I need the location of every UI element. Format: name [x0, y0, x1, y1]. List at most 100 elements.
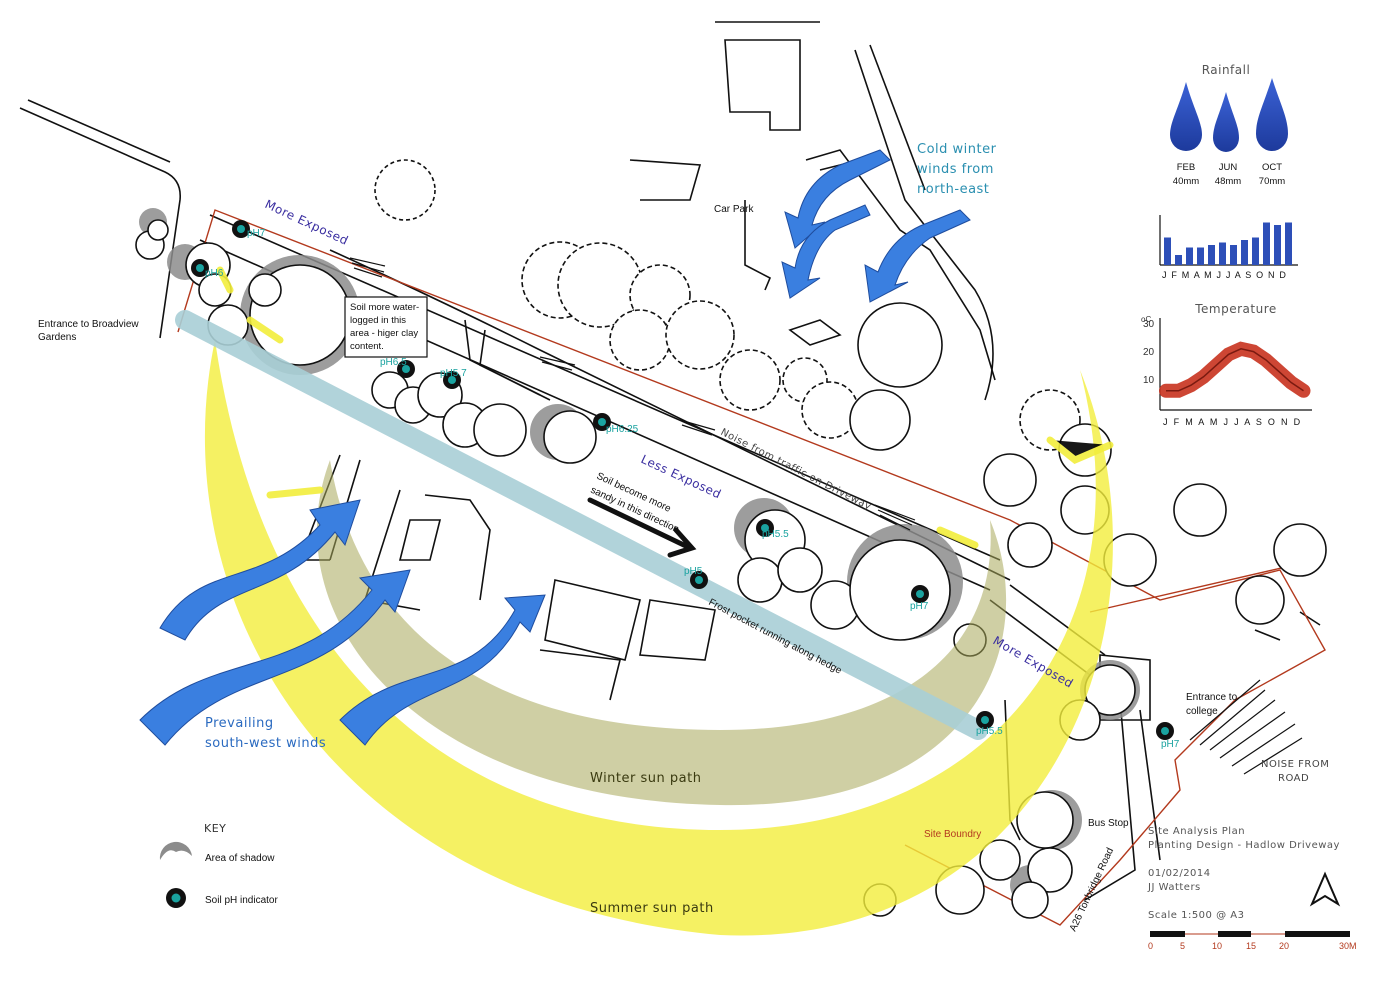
rain-amount: 40mm — [1173, 176, 1199, 187]
temperature-line — [1166, 348, 1304, 392]
plan-scale: Scale 1:500 @ A3 — [1148, 910, 1244, 921]
raindrop-icon — [1256, 78, 1288, 151]
rain-amount: 48mm — [1215, 176, 1241, 187]
rain-bar — [1274, 225, 1281, 265]
ph-marker — [976, 711, 994, 729]
summer-sun-path — [204, 340, 1113, 936]
temp-tick: 20 — [1143, 347, 1155, 358]
ph-label: pH5.5 — [762, 529, 789, 540]
ph-label: pH7 — [247, 228, 266, 239]
shrub-hatching — [349, 257, 1303, 775]
noise-road-label: ROAD — [1278, 773, 1309, 784]
ph-label: pH6.25 — [606, 424, 639, 435]
ph-marker — [593, 413, 611, 431]
ph-marker — [232, 220, 250, 238]
key: KEY Area of shadow Soil pH indicator — [159, 822, 278, 908]
road-label: A26 Tonbridge Road — [1068, 846, 1116, 933]
temperature-curve — [1159, 341, 1311, 398]
noise-driveway-label: Noise from traffic on Driveway — [719, 427, 873, 513]
cold-winds-label: Cold winter — [917, 142, 997, 157]
rainfall-panel: Rainfall FEB 40mm JUN 48mm OCT 70mm J F … — [1159, 63, 1298, 280]
north-east-wind-arrows — [781, 149, 971, 303]
south-west-wind-arrows — [139, 499, 546, 746]
rain-bar — [1230, 245, 1237, 265]
more-exposed-top-label: More Exposed — [263, 197, 351, 248]
cold-winds-label: winds from — [917, 162, 994, 177]
rain-bar — [1219, 242, 1226, 265]
temp-unit: oC — [1141, 315, 1151, 324]
shadow-symbol — [159, 841, 192, 860]
rain-month: FEB — [1177, 162, 1195, 173]
soil-waterlogged-line: logged in this — [350, 315, 406, 326]
scale-tick: 20 — [1279, 941, 1289, 951]
rain-bar — [1208, 245, 1215, 265]
plan-subtitle: Planting Design - Hadlow Driveway — [1148, 840, 1340, 851]
rain-months-axis: J F M A M J J A S O N D — [1162, 270, 1287, 280]
raindrop-icon — [1170, 82, 1202, 151]
ph-label: pH6.5 — [380, 357, 407, 368]
site-boundary-line — [177, 209, 1326, 926]
key-shadow-label: Area of shadow — [205, 853, 275, 864]
rainfall-heading: Rainfall — [1202, 63, 1251, 77]
waterlogged-note-box — [344, 296, 428, 358]
ph-marker — [690, 571, 708, 589]
key-ph-label: Soil pH indicator — [205, 895, 278, 906]
entrance-broadview-label: Entrance to Broadview — [38, 319, 139, 330]
winter-sun-path — [316, 460, 1007, 806]
scale-tick: 5 — [1180, 941, 1185, 951]
ph-label: pH6 — [205, 268, 224, 279]
raindrop-icon — [1213, 92, 1239, 152]
scale-tick: 30M — [1339, 941, 1357, 951]
entrance-broadview-label: Gardens — [38, 332, 76, 343]
ph-label: pH5.7 — [440, 368, 467, 379]
title-block: Site Analysis Plan Planting Design - Had… — [1147, 826, 1357, 951]
rain-bar — [1252, 237, 1259, 265]
scale-tick: 0 — [1148, 941, 1153, 951]
frost-pocket-band — [175, 310, 988, 740]
soil-waterlogged-line: Soil more water- — [350, 302, 419, 313]
scale-tick: 15 — [1246, 941, 1256, 951]
ph-marker — [1156, 722, 1174, 740]
rain-bar — [1164, 237, 1171, 265]
rain-bar — [1285, 222, 1292, 265]
winter-sun-label: Winter sun path — [590, 771, 701, 786]
rain-amount: 70mm — [1259, 176, 1285, 187]
ph-marker — [911, 585, 929, 603]
entrance-college-label: college — [1186, 706, 1218, 717]
key-heading: KEY — [204, 822, 226, 835]
soil-waterlogged-line: content. — [350, 341, 384, 352]
rain-month: JUN — [1219, 162, 1238, 173]
site-boundry-label: Site Boundry — [924, 829, 981, 840]
cold-winds-label: north-east — [917, 182, 989, 197]
ph-label: pH5.5 — [976, 726, 1003, 737]
temperature-heading: Temperature — [1194, 302, 1277, 316]
prevailing-winds-label: Prevailing — [205, 716, 274, 731]
noise-road-label: NOISE FROM — [1261, 759, 1329, 770]
summer-sun-label: Summer sun path — [590, 901, 714, 916]
bus-stop-label: Bus Stop — [1088, 818, 1129, 829]
plan-author: JJ Watters — [1147, 882, 1201, 893]
plan-title: Site Analysis Plan — [1148, 826, 1245, 837]
rain-bar — [1186, 247, 1193, 265]
rain-bar — [1175, 255, 1182, 265]
entrance-college-label: Entrance to — [1186, 692, 1238, 703]
soil-waterlogged-line: area - higer clay — [350, 328, 418, 339]
sandy-direction-arrow — [587, 497, 697, 558]
rain-bar — [1263, 222, 1270, 265]
ph-label: pH7 — [910, 601, 929, 612]
ph-symbol — [171, 893, 181, 903]
ph-label: pH5 — [684, 566, 703, 577]
temp-tick: 30 — [1143, 319, 1155, 330]
temperature-panel: Temperature oC 30 20 10 J F M A M J J A … — [1141, 302, 1312, 427]
temp-tick: 10 — [1143, 375, 1155, 386]
ph-marker — [443, 371, 461, 389]
plan-date: 01/02/2014 — [1148, 868, 1211, 879]
soil-ph-markers — [191, 220, 1174, 740]
north-arrow-icon — [1309, 871, 1341, 907]
rain-bar — [1197, 247, 1204, 265]
scale-tick: 10 — [1212, 941, 1222, 951]
temp-months-axis: J F M A M J J A S O N D — [1163, 417, 1302, 427]
ph-marker — [756, 519, 774, 537]
ph-marker — [397, 360, 415, 378]
